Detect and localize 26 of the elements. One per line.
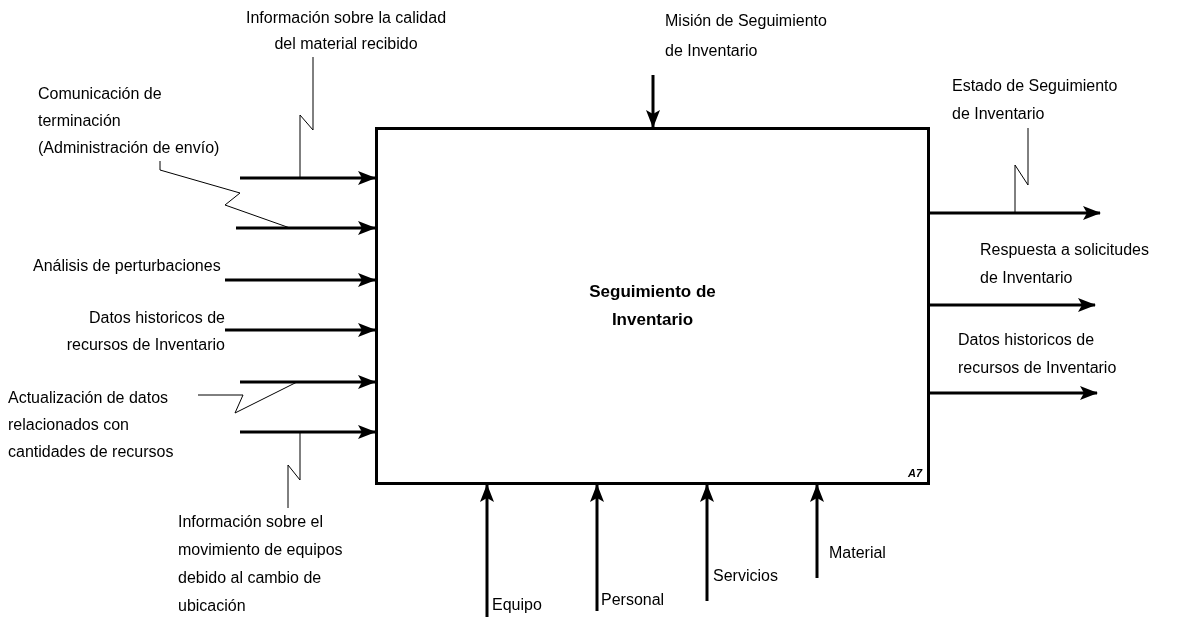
arrow [646,75,660,128]
arrow-label: Comunicación de terminación (Administración de envío) [38,80,223,161]
node-number: A7 [907,467,922,480]
process-box [375,127,930,485]
process-title: Seguimiento de Inventario [588,281,717,331]
arrow [930,386,1098,400]
leader-line [197,381,298,414]
arrow-label: Información sobre la calidad del material recibido [240,5,452,57]
arrow [930,298,1096,312]
arrow-label: Información sobre el movimiento de equipos debido al cambio de ubicación [178,508,343,620]
arrow [236,221,376,235]
arrow [240,425,376,439]
arrow [225,323,376,337]
leader-line [299,56,314,179]
leader-line [1014,127,1029,214]
arrow [930,206,1101,220]
leader-line [159,160,291,229]
arrow-label: Estado de Seguimiento de Inventario [952,72,1130,128]
arrow [480,484,494,617]
arrow [240,375,376,389]
arrow-label: Actualización de datos relacionados con cantidades de recursos [8,384,198,465]
leader-line [287,431,301,509]
arrow [225,273,376,287]
arrow [590,484,604,611]
arrow [700,484,714,601]
arrow [240,171,376,185]
